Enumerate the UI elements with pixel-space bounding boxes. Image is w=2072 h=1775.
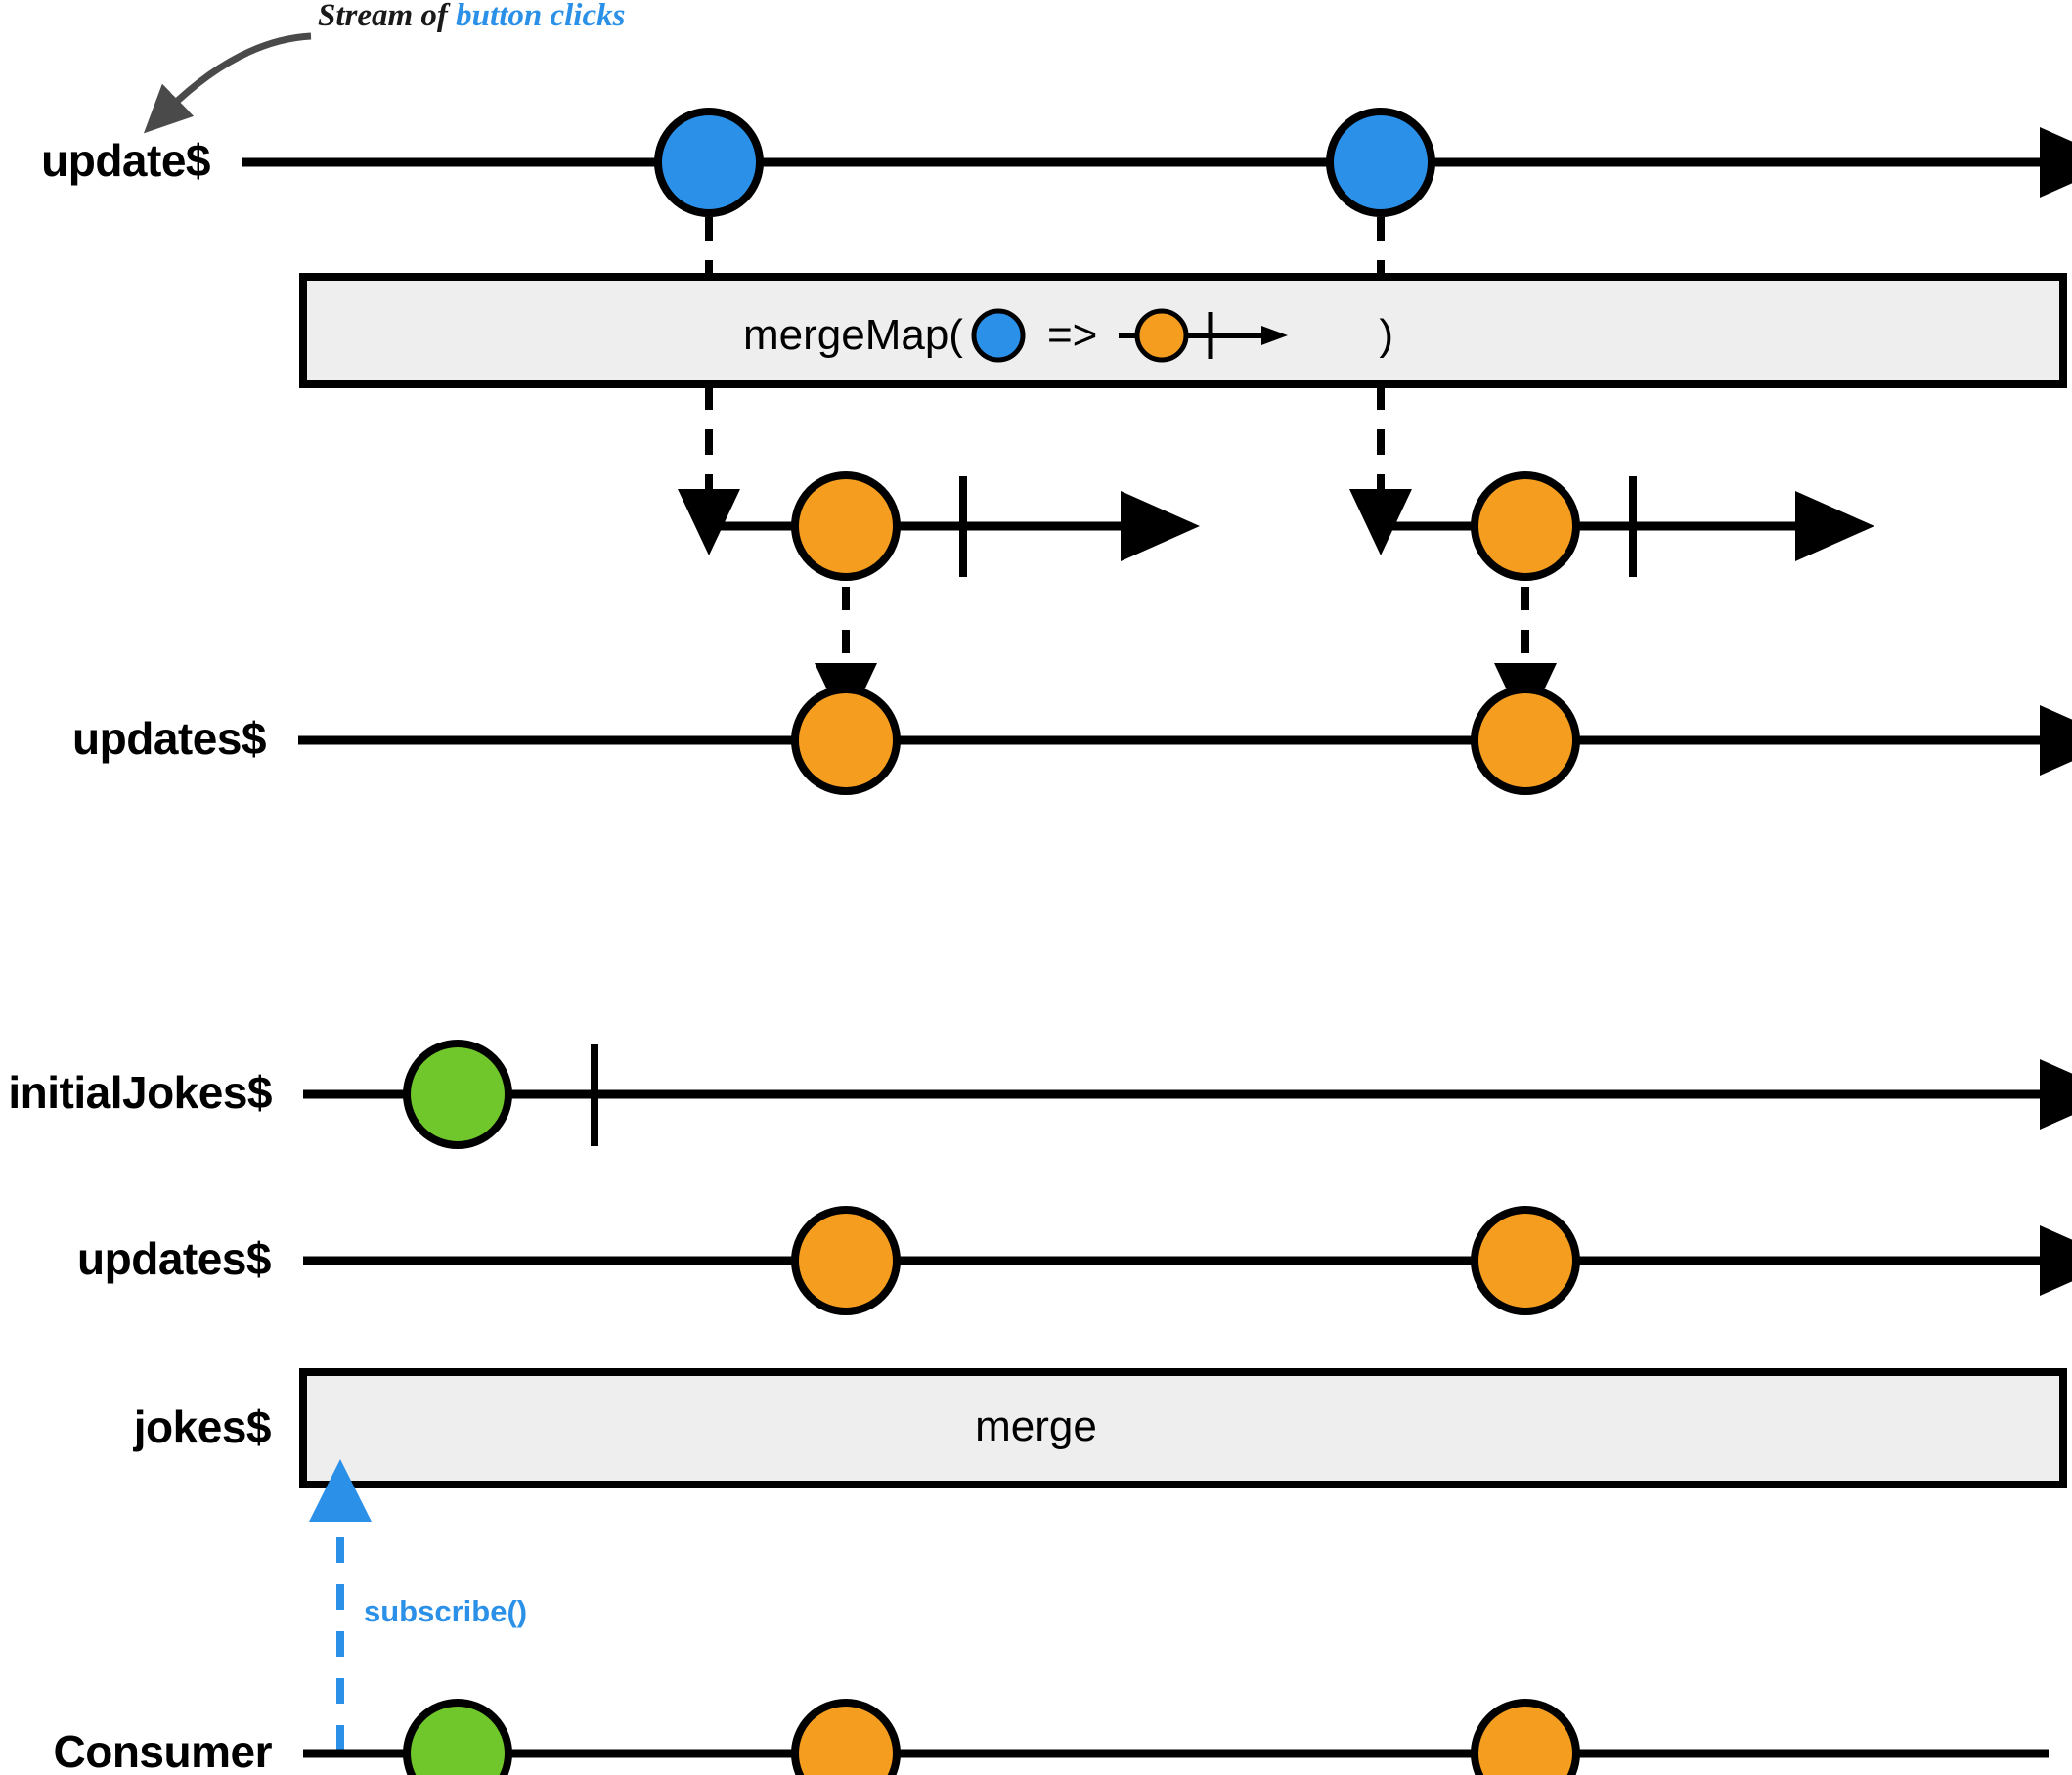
mergemap-source-marble-icon xyxy=(971,308,1026,363)
row-label-consumer: Consumer xyxy=(53,1726,273,1775)
marble-initialjokes-1[interactable] xyxy=(403,1040,512,1149)
mergemap-name-prefix: mergeMap( xyxy=(743,311,963,359)
mergemap-expression: mergeMap( => ) xyxy=(743,304,1393,367)
marble-update-1[interactable] xyxy=(654,108,764,217)
subscribe-label: subscribe() xyxy=(364,1594,528,1628)
row-label-initialjokes: initialJokes$ xyxy=(8,1067,272,1118)
row-label-updates-mid: updates$ xyxy=(72,713,266,764)
marble-consumer-1[interactable] xyxy=(403,1699,512,1775)
callout-highlight-text: button clicks xyxy=(456,0,626,33)
mergemap-inner-observable-icon xyxy=(1119,308,1289,363)
row-label-update: update$ xyxy=(41,135,210,186)
mergemap-arrow-symbol: => xyxy=(1046,311,1098,359)
marble-consumer-3[interactable] xyxy=(1471,1699,1580,1775)
marble-updates-bottom-2[interactable] xyxy=(1471,1206,1580,1315)
marble-updates-mid-1[interactable] xyxy=(791,686,901,795)
row-label-updates-bottom: updates$ xyxy=(77,1233,271,1284)
marble-consumer-2[interactable] xyxy=(791,1699,901,1775)
operator-box-merge xyxy=(299,1368,2067,1488)
row-label-jokes: jokes$ xyxy=(133,1401,272,1452)
marble-inner-2[interactable] xyxy=(1471,471,1580,581)
marble-inner-1[interactable] xyxy=(791,471,901,581)
callout-curved-arrow-icon xyxy=(143,32,312,134)
callout-prefix-text: Stream of xyxy=(318,0,457,33)
marble-update-2[interactable] xyxy=(1326,108,1435,217)
operator-label-merge: merge xyxy=(975,1402,1097,1450)
callout-stream-of-button-clicks: Stream of button clicks xyxy=(318,0,625,34)
mergemap-name-suffix: ) xyxy=(1379,311,1394,359)
marble-updates-bottom-1[interactable] xyxy=(791,1206,901,1315)
marble-updates-mid-2[interactable] xyxy=(1471,686,1580,795)
